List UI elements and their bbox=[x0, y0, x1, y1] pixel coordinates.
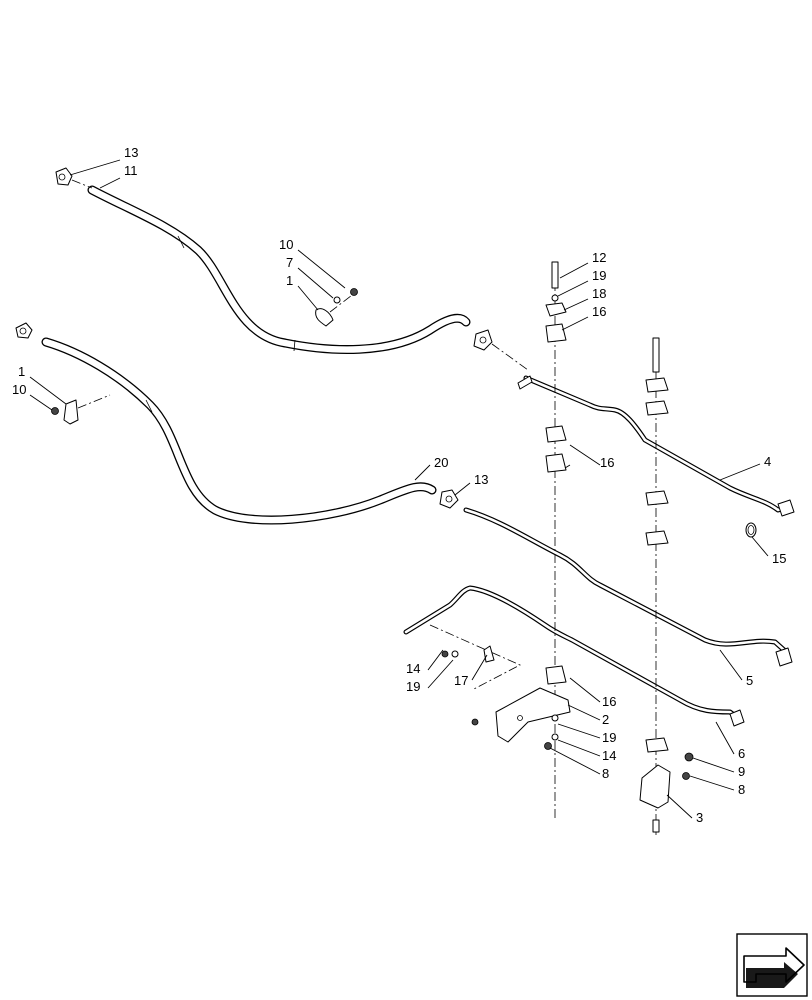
hose-20 bbox=[41, 337, 437, 525]
callout-14-left: 14 bbox=[406, 661, 420, 676]
callout-4: 4 bbox=[764, 454, 771, 469]
callout-5: 5 bbox=[746, 673, 753, 688]
pipe-6 bbox=[403, 585, 745, 727]
callout-18: 18 bbox=[592, 286, 606, 301]
callout-10-upper: 10 bbox=[279, 237, 293, 252]
callout-16-top: 16 bbox=[592, 304, 606, 319]
callout-9: 9 bbox=[738, 764, 745, 779]
clamp-1-lower bbox=[51, 394, 111, 425]
fitting-hose-11-end bbox=[473, 329, 529, 371]
next-page-button[interactable] bbox=[736, 933, 808, 997]
callout-6: 6 bbox=[738, 746, 745, 761]
callout-14-low: 14 bbox=[602, 748, 616, 763]
callout-2: 2 bbox=[602, 712, 609, 727]
callout-20: 20 bbox=[434, 455, 448, 470]
leader-lines bbox=[29, 159, 769, 819]
callout-11: 11 bbox=[124, 163, 138, 178]
callout-3: 3 bbox=[696, 810, 703, 825]
callout-16-low: 16 bbox=[602, 694, 616, 709]
right-clamp-stack bbox=[645, 337, 669, 835]
callout-10-lower: 10 bbox=[12, 382, 26, 397]
fitting-13-mid bbox=[439, 489, 459, 509]
callout-12: 12 bbox=[592, 250, 606, 265]
callout-17: 17 bbox=[454, 673, 468, 688]
clamp-1-upper bbox=[315, 288, 358, 327]
callout-16-mid: 16 bbox=[600, 455, 614, 470]
pipe-4 bbox=[517, 375, 795, 517]
bracket-3 bbox=[639, 752, 694, 809]
clip-17-assembly bbox=[429, 624, 521, 691]
callout-8-right: 8 bbox=[738, 782, 745, 797]
callout-1-lower: 1 bbox=[18, 364, 25, 379]
callout-19-left: 19 bbox=[406, 679, 420, 694]
callout-labels: 13 11 10 7 1 12 19 18 16 1 10 16 4 20 13… bbox=[12, 145, 786, 825]
callout-19-top: 19 bbox=[592, 268, 606, 283]
fitting-13-top bbox=[55, 167, 93, 189]
callout-1-upper: 1 bbox=[286, 273, 293, 288]
pipe-5 bbox=[463, 507, 793, 667]
callout-15: 15 bbox=[772, 551, 786, 566]
callout-8-left: 8 bbox=[602, 766, 609, 781]
fitting-hose-20-end bbox=[15, 322, 33, 339]
o-ring-15 bbox=[745, 522, 757, 538]
hose-11 bbox=[87, 185, 471, 354]
bracket-2 bbox=[471, 687, 571, 750]
callout-13-top: 13 bbox=[124, 145, 138, 160]
next-page-arrow-icon bbox=[743, 947, 805, 988]
callout-13-mid: 13 bbox=[474, 472, 488, 487]
callout-19-low: 19 bbox=[602, 730, 616, 745]
center-clamp-stack bbox=[545, 261, 567, 820]
callout-7: 7 bbox=[286, 255, 293, 270]
